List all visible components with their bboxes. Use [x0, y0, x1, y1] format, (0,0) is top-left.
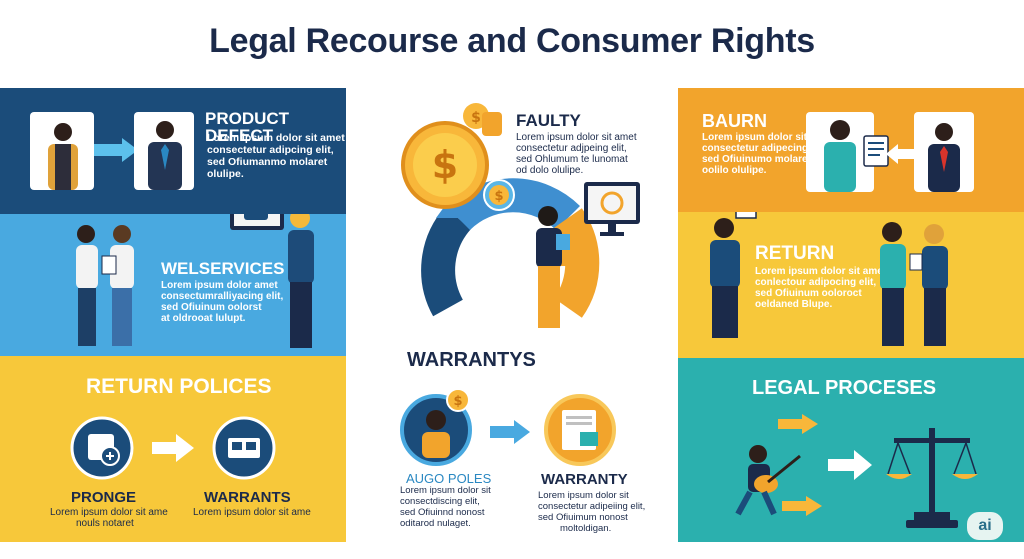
guitar-player-illustration-icon: [735, 445, 801, 516]
monitor-icon: [584, 182, 640, 236]
welservices-body: Lorem ipsum dolor amet consectumralliyac…: [161, 280, 284, 324]
panel-return: RETURN Lorem ipsum dolor sit amet conlec…: [678, 212, 1024, 358]
pronge-label: PRONGE: [71, 489, 137, 506]
dollar-coin-icon: $: [401, 121, 489, 209]
product-defect-heading: PRODUCT DEFECT: [205, 109, 290, 145]
panel-faulty: $ $ $ FAULTY Lorem ipsum dolor sit amet …: [346, 88, 678, 338]
man-document-illustration-icon: [710, 212, 757, 338]
panel-return-polices: RETURN POLICES PRONGE Lorem ipsum dolor …: [0, 356, 346, 542]
warranty-body: Lorem ipsum dolor sit consectetur adipei…: [538, 490, 646, 534]
return-polices-heading: RETURN POLICES: [86, 375, 272, 398]
svg-text:$: $: [494, 189, 503, 204]
augo-poles-body: Lorem ipsum dolor sit consectdiscing eli…: [400, 485, 491, 529]
legal-proceses-heading: LEGAL PROCESES: [752, 377, 937, 399]
money-bag-icon: $: [463, 103, 502, 136]
warranty-label: WARRANTY: [541, 471, 628, 488]
panel-warrantys: WARRANTYS $ AUGO POLES Lorem ipsum dolor…: [346, 338, 678, 542]
woman-tablet-illustration-icon: [536, 206, 570, 328]
two-women-illustration-icon: [76, 225, 134, 346]
baurn-heading: BAURN: [702, 111, 767, 131]
person-circle-icon: [400, 394, 472, 466]
warrants-body: Lorem ipsum dolor sit ame: [193, 507, 311, 518]
arrow-right-icon: [778, 414, 818, 434]
return-body: Lorem ipsum dolor sit amet conlectour ad…: [755, 266, 887, 310]
warrants-label: WARRANTS: [204, 489, 291, 506]
svg-text:$: $: [471, 110, 481, 126]
arrow-right-icon: [94, 138, 138, 162]
product-defect-body: Lorem ipsum dolor sit amet consectetur a…: [207, 132, 345, 180]
person-illustration-icon: [48, 123, 78, 190]
panel-welservices: WELSERVICES Lorem ipsum dolor amet conse…: [0, 214, 346, 356]
document-circle-icon: [544, 394, 616, 466]
welservices-heading: WELSERVICES: [161, 259, 285, 278]
svg-text:$: $: [453, 394, 462, 409]
return-heading: RETURN: [755, 243, 835, 264]
businessman-illustration-icon: [148, 121, 182, 190]
panel-baurn: BAURN Lorem ipsum dolor sit amet consect…: [678, 88, 1024, 212]
arrow-right-icon: [828, 450, 872, 480]
arrow-right-icon: [782, 496, 822, 516]
two-women-illustration-icon: [880, 222, 948, 346]
warranty-circle-icon: [212, 416, 276, 480]
faulty-heading: FAULTY: [516, 111, 581, 130]
augo-poles-label: AUGO POLES: [406, 471, 492, 486]
warrantys-heading: WARRANTYS: [407, 349, 536, 371]
panel-legal-proceses: LEGAL PROCESES: [678, 358, 1024, 542]
dollar-coin-icon: $: [446, 388, 470, 412]
arrow-left-icon: [886, 144, 916, 164]
arrow-right-icon: [152, 434, 194, 462]
page-title: Legal Recourse and Consumer Rights: [209, 22, 815, 60]
svg-text:$: $: [432, 143, 458, 187]
scales-icon: [886, 428, 978, 528]
baurn-body: Lorem ipsum dolor sit amet consectetur a…: [702, 132, 834, 176]
panel-product-defect: PRODUCT DEFECT Lorem ipsum dolor sit ame…: [0, 88, 346, 214]
monitor-icon: [230, 214, 284, 230]
man-illustration-icon: [928, 123, 960, 192]
woman-presenter-illustration-icon: [288, 214, 314, 348]
small-dollar-coin-icon: $: [483, 179, 515, 211]
product-circle-icon: [70, 416, 134, 480]
pronge-body: Lorem ipsum dolor sit ame nouls notaret: [50, 507, 168, 529]
faulty-body: Lorem ipsum dolor sit amet consectetur a…: [516, 132, 637, 176]
document-icon: [863, 135, 889, 167]
ai-badge: ai: [967, 512, 1003, 540]
woman-illustration-icon: [824, 120, 856, 192]
arrow-right-icon: [490, 420, 530, 444]
